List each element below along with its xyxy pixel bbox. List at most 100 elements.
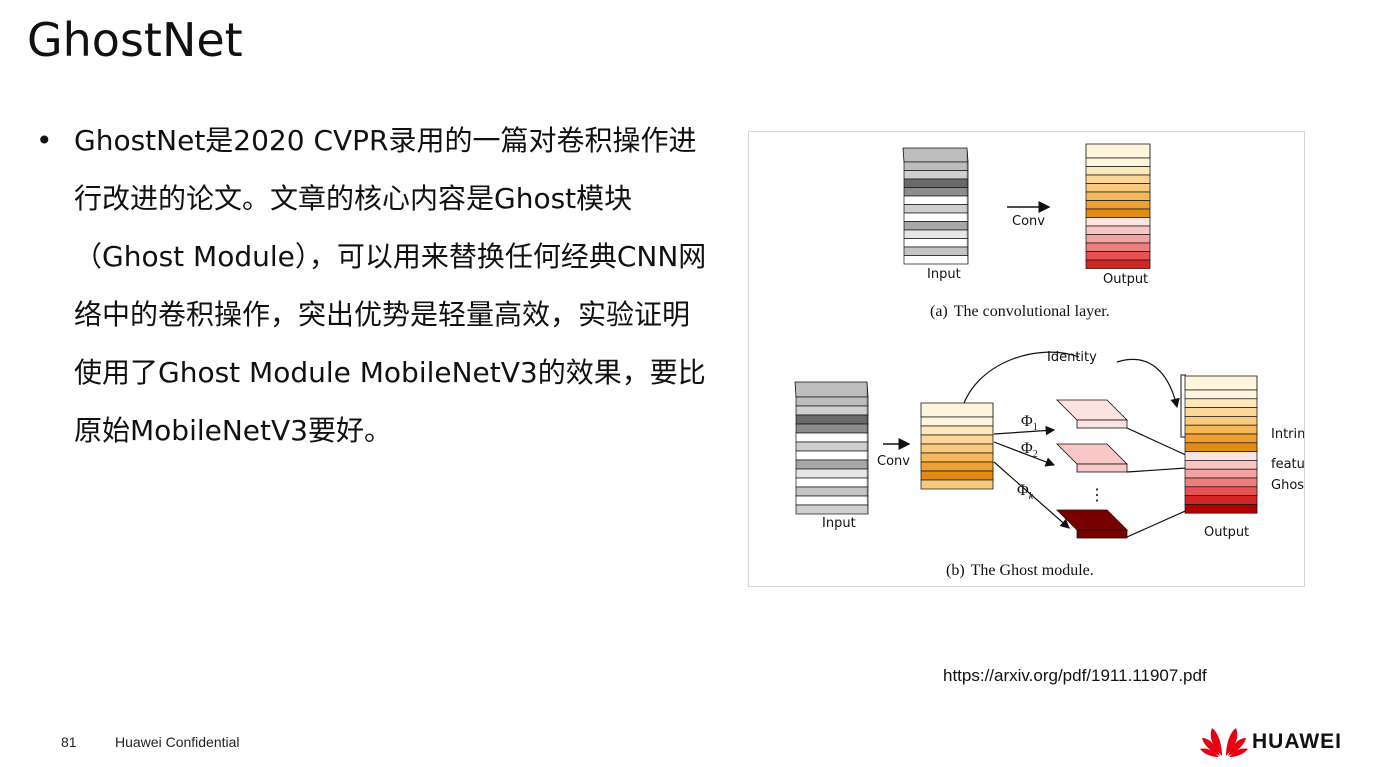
ghost-module-figure: Input Conv Output (a)The convolutional l… [748, 131, 1305, 587]
phik-label: Φk [1017, 482, 1034, 502]
stack-layer [1184, 460, 1258, 470]
stack-layer [903, 246, 969, 256]
stack-layer [795, 486, 869, 497]
a-output-stack [1085, 143, 1151, 269]
stack-layer [1085, 259, 1151, 269]
stack-layer [903, 238, 969, 248]
bullet-dot: • [36, 124, 53, 157]
stack-layer [920, 443, 994, 454]
stack-layer [1085, 191, 1151, 201]
stack-layer [903, 178, 969, 188]
stack-layer [795, 495, 869, 506]
huawei-logo: HUAWEI [1200, 722, 1360, 762]
a-conv-label: Conv [1012, 214, 1045, 229]
b-conv-label: Conv [877, 454, 910, 469]
stack-layer [903, 229, 969, 239]
stack-layer [1085, 242, 1151, 252]
intrinsic-label-2: feature [1271, 457, 1304, 472]
slab-top [1056, 443, 1128, 465]
intrinsic-bracket [1180, 374, 1186, 438]
stack-layer [795, 396, 869, 407]
stack-layer [920, 461, 994, 472]
stack-layer [920, 452, 994, 463]
stack-layer [1085, 157, 1151, 167]
b-identity-curve-left [960, 351, 1080, 413]
stack-layer [1085, 174, 1151, 184]
stack-layer [795, 405, 869, 416]
stack-layer [920, 425, 994, 436]
source-url[interactable]: https://arxiv.org/pdf/1911.11907.pdf [943, 666, 1207, 685]
stack-layer [1085, 217, 1151, 227]
a-input-label: Input [927, 267, 961, 282]
ghost-cube-k [1056, 509, 1128, 539]
stack-top-face [920, 402, 994, 418]
stack-layer [1184, 442, 1258, 452]
stack-layer [1184, 389, 1258, 400]
stack-layer [903, 187, 969, 197]
a-caption: (a)The convolutional layer. [930, 303, 1110, 320]
page-number: 81 [61, 734, 77, 750]
brand-name: HUAWEI [1252, 730, 1342, 753]
stack-layer [795, 414, 869, 425]
intrinsic-label-1: Intrinsic [1271, 427, 1304, 442]
stack-layer [795, 477, 869, 488]
stack-layer [1184, 486, 1258, 496]
stack-top-face [902, 147, 969, 163]
stack-layer [1184, 433, 1258, 444]
b-intrinsic-stack [920, 402, 994, 490]
bullet-text: GhostNet是2020 CVPR录用的一篇对卷积操作进行改进的论文。文章的核… [74, 124, 707, 447]
stack-layer [795, 468, 869, 479]
stack-side-face [866, 381, 869, 515]
a-input-stack [902, 147, 969, 265]
phi2-label: Φ2 [1021, 440, 1038, 460]
stack-layer [920, 416, 994, 427]
stack-layer [920, 470, 994, 481]
stack-layer [1085, 166, 1151, 176]
stack-layer [795, 441, 869, 452]
phi1-arrow [993, 425, 1056, 436]
stack-layer [903, 212, 969, 222]
stack-layer [903, 161, 969, 171]
b-identity-curve-right [1116, 358, 1180, 409]
b-caption: (b)The Ghost module. [946, 562, 1094, 579]
phi1-label: Φ1 [1021, 413, 1038, 433]
stack-top-face [1085, 143, 1151, 159]
slide-title: GhostNet [27, 13, 243, 67]
stack-layer [903, 255, 969, 265]
ghost-feature-label: Ghost feature [1271, 478, 1304, 493]
stack-layer [1184, 477, 1258, 488]
stack-layer [795, 423, 869, 434]
stack-layer [903, 221, 969, 231]
stack-layer [1184, 504, 1258, 514]
stack-layer [1085, 251, 1151, 261]
ghost-cube-1 [1056, 399, 1128, 429]
dots: ⋮ [1089, 487, 1105, 504]
stack-top-face [1184, 375, 1258, 391]
slab-top [1056, 399, 1128, 421]
figure-svg: Input Conv Output (a)The convolutional l… [794, 143, 1304, 579]
stack-layer [1085, 225, 1151, 235]
stack-layer [795, 432, 869, 443]
b-input-stack [794, 381, 869, 515]
slab-front [1076, 463, 1128, 473]
stack-layer [1184, 407, 1258, 417]
stack-layer [1184, 451, 1258, 461]
stack-layer [903, 204, 969, 214]
stack-layer [1184, 416, 1258, 426]
stack-top-face [794, 381, 869, 398]
stack-layer [1184, 424, 1258, 435]
phi2-arrow [993, 441, 1056, 467]
stack-side-face [966, 147, 969, 265]
slab-front [1076, 419, 1128, 429]
stack-layer [920, 479, 994, 490]
phik-arrow [993, 461, 1070, 529]
stack-layer [903, 170, 969, 180]
stack-layer [1085, 183, 1151, 193]
stack-layer [903, 195, 969, 205]
slab-front [1076, 529, 1128, 539]
stack-layer [795, 504, 869, 515]
b-identity-label: Identity [1047, 350, 1097, 365]
stack-layer [1184, 468, 1258, 479]
stack-layer [795, 450, 869, 461]
stack-layer [1085, 234, 1151, 244]
